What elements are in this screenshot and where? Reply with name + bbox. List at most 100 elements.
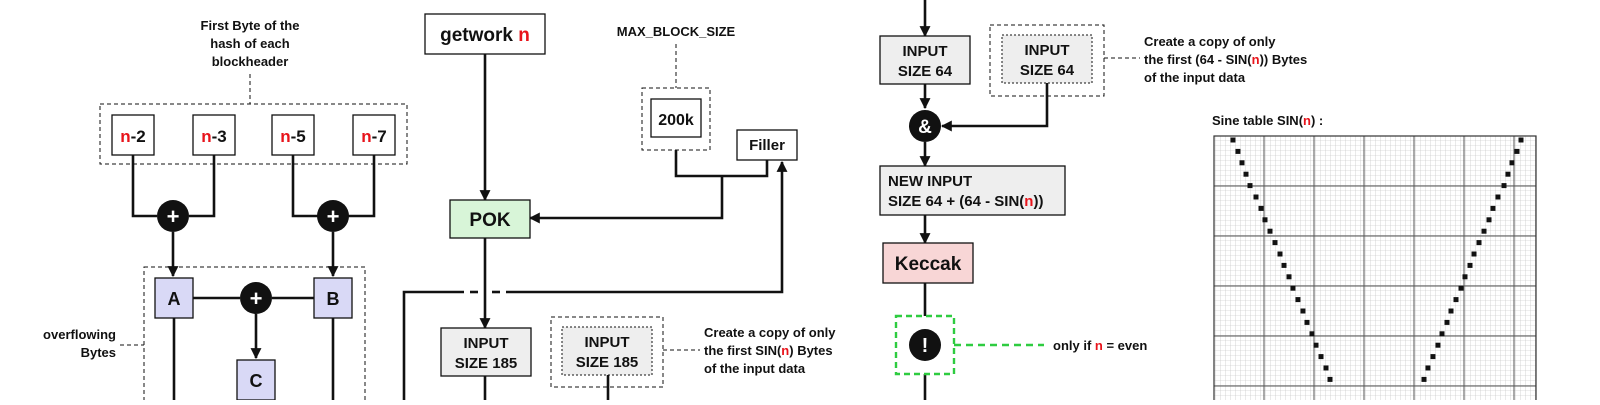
pok-box: POK bbox=[449, 199, 531, 239]
first-byte-caption-line2: hash of each bbox=[210, 36, 290, 51]
sine-dot-right-20 bbox=[1425, 365, 1431, 371]
sine-dot-right-1 bbox=[1514, 148, 1520, 154]
svg-text:getwork n: getwork n bbox=[440, 25, 530, 46]
ab-connectors bbox=[172, 296, 335, 400]
hash-box-n-2: n-2 bbox=[111, 114, 155, 156]
plus-node-center: + bbox=[240, 282, 272, 314]
sine-table-title: Sine table SIN(n) : bbox=[1212, 113, 1323, 128]
arrow-copy-to-and bbox=[940, 83, 1049, 132]
sine-dot-right-21 bbox=[1421, 376, 1427, 382]
sine-dot-right-8 bbox=[1481, 228, 1487, 234]
svg-text:SIZE 64: SIZE 64 bbox=[1020, 62, 1075, 79]
svg-text:INPUT: INPUT bbox=[903, 43, 948, 60]
sine-dot-left-9 bbox=[1272, 240, 1278, 246]
sine-dot-left-18 bbox=[1313, 342, 1319, 348]
sine-dot-left-17 bbox=[1309, 331, 1315, 337]
sine-dot-left-0 bbox=[1230, 137, 1236, 143]
svg-text:SIZE 64 + (64 - SIN(n)): SIZE 64 + (64 - SIN(n)) bbox=[888, 193, 1043, 210]
exclaim-node: ! bbox=[909, 329, 941, 361]
sine-dot-left-5 bbox=[1253, 194, 1259, 200]
copy-185-note: Create a copy of only the first SIN(n) B… bbox=[704, 325, 836, 376]
sine-dot-left-7 bbox=[1262, 217, 1268, 223]
svg-text:n-5: n-5 bbox=[280, 127, 306, 146]
sine-dot-right-0 bbox=[1518, 137, 1524, 143]
sine-dot-right-7 bbox=[1486, 217, 1492, 223]
hash-box-n-5: n-5 bbox=[271, 114, 315, 156]
sine-dot-left-4 bbox=[1247, 183, 1253, 189]
svg-text:INPUT: INPUT bbox=[1025, 42, 1070, 59]
sine-dot-left-6 bbox=[1258, 205, 1264, 211]
sine-dot-left-2 bbox=[1239, 160, 1245, 166]
plus-node-right: + bbox=[317, 200, 349, 232]
filler-box: Filler bbox=[736, 129, 798, 161]
input-64-box: INPUT SIZE 64 bbox=[879, 35, 971, 85]
sine-dot-right-14 bbox=[1453, 297, 1459, 303]
copy-64-note: Create a copy of only the first (64 - SI… bbox=[1144, 34, 1307, 85]
max-block-size-label: MAX_BLOCK_SIZE bbox=[617, 24, 736, 39]
sine-dot-right-3 bbox=[1505, 171, 1511, 177]
svg-text:Create a copy of only: Create a copy of only bbox=[1144, 34, 1276, 49]
box-b: B bbox=[313, 277, 353, 319]
svg-text:n-2: n-2 bbox=[120, 127, 146, 146]
sine-dot-right-11 bbox=[1467, 262, 1473, 268]
getwork-box: getwork n bbox=[424, 13, 546, 55]
box-c: C bbox=[236, 359, 276, 401]
sine-dot-left-14 bbox=[1295, 297, 1301, 303]
pok-input-connectors bbox=[528, 150, 769, 224]
svg-text:C: C bbox=[250, 371, 263, 391]
sine-dot-right-18 bbox=[1435, 342, 1441, 348]
copy-input-64-box: INPUT SIZE 64 bbox=[1001, 34, 1093, 84]
svg-text:Create a copy of only: Create a copy of only bbox=[704, 325, 836, 340]
block-size-box: 200k bbox=[650, 98, 702, 138]
svg-text:Bytes: Bytes bbox=[81, 345, 116, 360]
sine-dot-right-5 bbox=[1495, 194, 1501, 200]
sine-dot-right-12 bbox=[1462, 274, 1468, 280]
svg-text:the first SIN(n) Bytes: the first SIN(n) Bytes bbox=[704, 343, 833, 358]
box-a: A bbox=[154, 277, 194, 319]
svg-text:POK: POK bbox=[469, 210, 510, 231]
hash-box-n-7: n-7 bbox=[352, 114, 396, 156]
sine-dot-right-15 bbox=[1448, 308, 1454, 314]
svg-text:Filler: Filler bbox=[749, 137, 785, 154]
svg-text:of the input data: of the input data bbox=[1144, 70, 1246, 85]
sine-dot-left-15 bbox=[1300, 308, 1306, 314]
sine-dot-left-8 bbox=[1267, 228, 1273, 234]
sine-dot-left-11 bbox=[1281, 262, 1287, 268]
svg-text:SIZE 185: SIZE 185 bbox=[576, 354, 639, 371]
keccak-box: Keccak bbox=[882, 242, 974, 284]
svg-text:the first (64 - SIN(n)) Bytes: the first (64 - SIN(n)) Bytes bbox=[1144, 52, 1307, 67]
sine-dot-right-4 bbox=[1501, 183, 1507, 189]
first-byte-caption-line3: blockheader bbox=[212, 54, 289, 69]
svg-text:NEW INPUT: NEW INPUT bbox=[888, 173, 972, 190]
sine-dot-right-13 bbox=[1458, 285, 1464, 291]
sine-dot-left-1 bbox=[1235, 148, 1241, 154]
even-condition-label: only if n = even bbox=[1053, 338, 1147, 353]
copy-input-185-box: INPUT SIZE 185 bbox=[561, 326, 653, 376]
overflow-caption: overflowing Bytes bbox=[43, 327, 116, 360]
sine-dot-right-17 bbox=[1439, 331, 1445, 337]
svg-text:overflowing: overflowing bbox=[43, 327, 116, 342]
sine-dot-right-9 bbox=[1476, 240, 1482, 246]
svg-text:INPUT: INPUT bbox=[464, 335, 509, 352]
overflow-frame bbox=[143, 266, 366, 405]
sine-table-grid bbox=[1213, 135, 1537, 405]
hash-box-n-3: n-3 bbox=[192, 114, 236, 156]
svg-text:of the input data: of the input data bbox=[704, 361, 806, 376]
sine-dot-right-2 bbox=[1509, 160, 1515, 166]
svg-text:A: A bbox=[168, 289, 181, 309]
svg-text:SIZE 185: SIZE 185 bbox=[455, 355, 518, 372]
sine-dot-left-21 bbox=[1327, 376, 1333, 382]
sine-dot-left-3 bbox=[1243, 171, 1249, 177]
first-byte-caption-line1: First Byte of the bbox=[201, 18, 300, 33]
hash-connectors bbox=[131, 155, 376, 218]
svg-text:B: B bbox=[327, 289, 340, 309]
svg-text:200k: 200k bbox=[658, 112, 694, 129]
input-185-box: INPUT SIZE 185 bbox=[440, 327, 532, 377]
feedback-connector bbox=[402, 160, 788, 400]
sine-dot-left-20 bbox=[1323, 365, 1329, 371]
svg-text:!: ! bbox=[922, 335, 929, 357]
sine-dot-right-19 bbox=[1430, 354, 1436, 360]
sine-dot-right-10 bbox=[1471, 251, 1477, 257]
svg-text:+: + bbox=[167, 204, 180, 229]
